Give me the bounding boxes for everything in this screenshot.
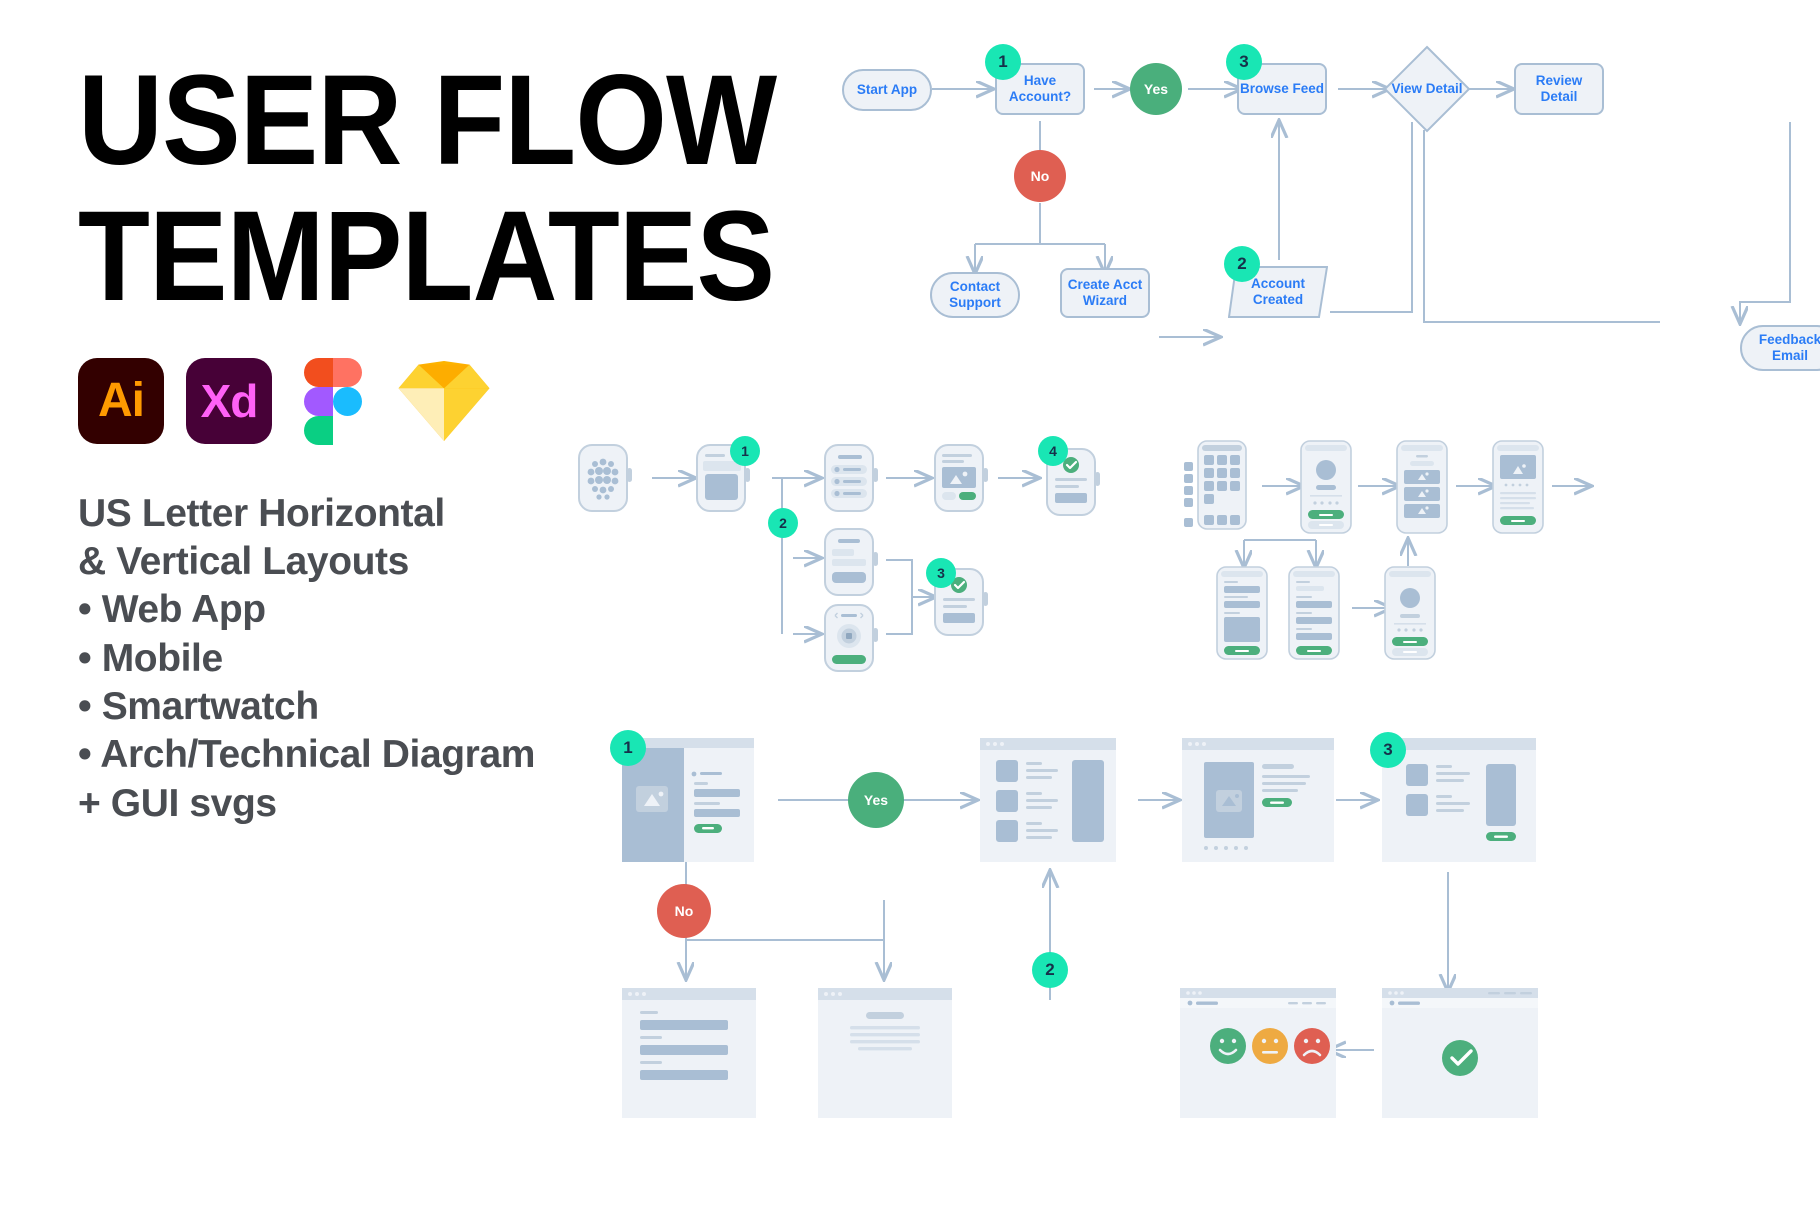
flow-node-start-app[interactable]: Start App [842, 69, 932, 111]
adobe-xd-icon: Xd [186, 357, 272, 444]
step-badge-3: 3 [926, 558, 956, 588]
decision-label: Yes [863, 792, 889, 808]
app-icon-row: Ai Xd [78, 357, 738, 445]
browser-screen-list[interactable] [980, 738, 1116, 867]
decision-no-webapp[interactable]: No [657, 884, 711, 938]
ai-icon-label: Ai [98, 374, 145, 427]
flow-node-account-created[interactable]: Account Created [1228, 266, 1328, 318]
xd-icon-label: Xd [200, 374, 259, 427]
watch-screen-list[interactable] [824, 444, 880, 517]
title-line-2: TEMPLATES [78, 184, 775, 328]
browser-screen-feedback[interactable] [1180, 988, 1336, 1123]
feature-item: + GUI svgs [78, 781, 277, 825]
phone-screen-app-grid[interactable] [1184, 440, 1262, 541]
browser-screen-hero[interactable] [622, 738, 754, 867]
browser-screen-success[interactable] [1382, 988, 1538, 1123]
browser-screen-article-left[interactable] [622, 988, 756, 1123]
watch-screen-form[interactable] [824, 528, 880, 601]
step-badge-1: 1 [985, 44, 1021, 80]
node-label: Feedback Email [1758, 331, 1820, 363]
title-line-1: USER FLOW [78, 49, 777, 192]
node-label: Browse Feed [1239, 80, 1325, 96]
browser-screen-detail[interactable] [1182, 738, 1334, 867]
phone-screen-form[interactable] [1288, 566, 1340, 667]
step-badge-1: 1 [730, 436, 760, 466]
step-badge-2: 2 [1224, 246, 1260, 282]
phone-screen-feed[interactable] [1396, 440, 1448, 541]
flow-node-view-detail[interactable]: View Detail [1382, 44, 1472, 134]
flow-node-feedback-email[interactable]: Feedback Email [1740, 325, 1820, 371]
left-info-panel: USER FLOW TEMPLATES Ai Xd [78, 49, 777, 829]
flow-node-create-acct-wizard[interactable]: Create Acct Wizard [1060, 268, 1150, 318]
decision-yes-webapp[interactable]: Yes [848, 772, 904, 828]
node-label: Review Detail [1535, 72, 1583, 104]
watch-screen-image[interactable] [934, 444, 990, 517]
page-title: USER FLOW TEMPLATES [78, 49, 777, 328]
step-badge-4: 4 [1038, 436, 1068, 466]
phone-screen-article[interactable] [1216, 566, 1268, 667]
step-badge-2: 2 [1032, 952, 1068, 988]
browser-screen-article-right[interactable] [818, 988, 952, 1123]
phone-screen-detail[interactable] [1492, 440, 1544, 541]
decision-label: No [674, 903, 694, 919]
browser-screen-cart[interactable] [1382, 738, 1536, 867]
feature-item: • Web App [78, 588, 266, 632]
flow-node-contact-support[interactable]: Contact Support [930, 272, 1020, 318]
watch-screen-card[interactable] [696, 444, 752, 517]
feature-item: US Letter Horizontal [78, 491, 445, 535]
decision-label: No [1030, 168, 1050, 184]
watch-screen-record[interactable] [824, 604, 880, 677]
decision-label: Yes [1143, 81, 1169, 97]
node-label: View Detail [1391, 80, 1463, 96]
node-label: Contact Support [949, 278, 1001, 310]
feature-item: • Arch/Technical Diagram [78, 733, 536, 777]
node-label: Have Account? [1008, 72, 1072, 104]
step-badge-2: 2 [768, 508, 798, 538]
phone-screen-profile[interactable] [1300, 440, 1352, 541]
flow-node-review-detail[interactable]: Review Detail [1514, 63, 1604, 115]
decision-no-top[interactable]: No [1014, 150, 1066, 202]
feature-item: • Mobile [78, 636, 223, 680]
node-label: Create Acct Wizard [1067, 276, 1143, 308]
step-badge-3: 3 [1370, 732, 1406, 768]
watch-screen-app-grid[interactable] [578, 444, 634, 517]
watch-screen-success[interactable] [1046, 448, 1102, 521]
feature-item: • Smartwatch [78, 684, 319, 728]
node-label: Start App [856, 81, 918, 97]
node-label: Account Created [1251, 275, 1305, 307]
phone-screen-login[interactable] [1384, 566, 1436, 667]
feature-list: US Letter Horizontal & Vertical Layouts … [78, 490, 738, 829]
decision-yes-top[interactable]: Yes [1130, 63, 1182, 115]
figma-icon [304, 357, 362, 445]
step-badge-1: 1 [610, 730, 646, 766]
sketch-icon [398, 360, 490, 441]
feature-item: & Vertical Layouts [78, 539, 409, 583]
adobe-illustrator-icon: Ai [78, 357, 164, 444]
flow-node-have-account[interactable]: Have Account? [995, 63, 1085, 115]
step-badge-3: 3 [1226, 44, 1262, 80]
